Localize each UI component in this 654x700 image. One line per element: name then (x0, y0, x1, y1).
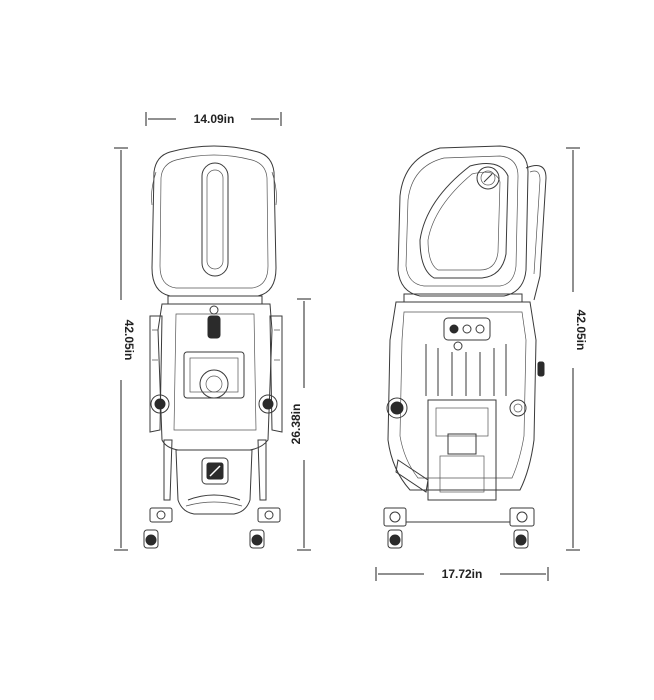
front-height-dimension: 42.05in (114, 147, 136, 551)
front-base-height-label: 26.38in (289, 404, 303, 445)
side-depth-label: 17.72in (442, 567, 483, 581)
side-base-body (383, 301, 545, 549)
side-height-dimension: 42.05in (566, 147, 588, 551)
side-view (383, 145, 547, 549)
front-view (143, 145, 283, 549)
front-height-label: 42.05in (122, 320, 136, 361)
side-top-tank (397, 145, 547, 303)
front-width-label: 14.09in (194, 112, 235, 126)
side-depth-dimension: 17.72in (375, 567, 549, 581)
front-base-height-dimension: 26.38in (289, 298, 311, 551)
side-height-label: 42.05in (574, 310, 588, 351)
front-width-dimension: 14.09in (145, 112, 282, 126)
front-top-tank (151, 145, 277, 305)
front-base-body (143, 303, 283, 549)
